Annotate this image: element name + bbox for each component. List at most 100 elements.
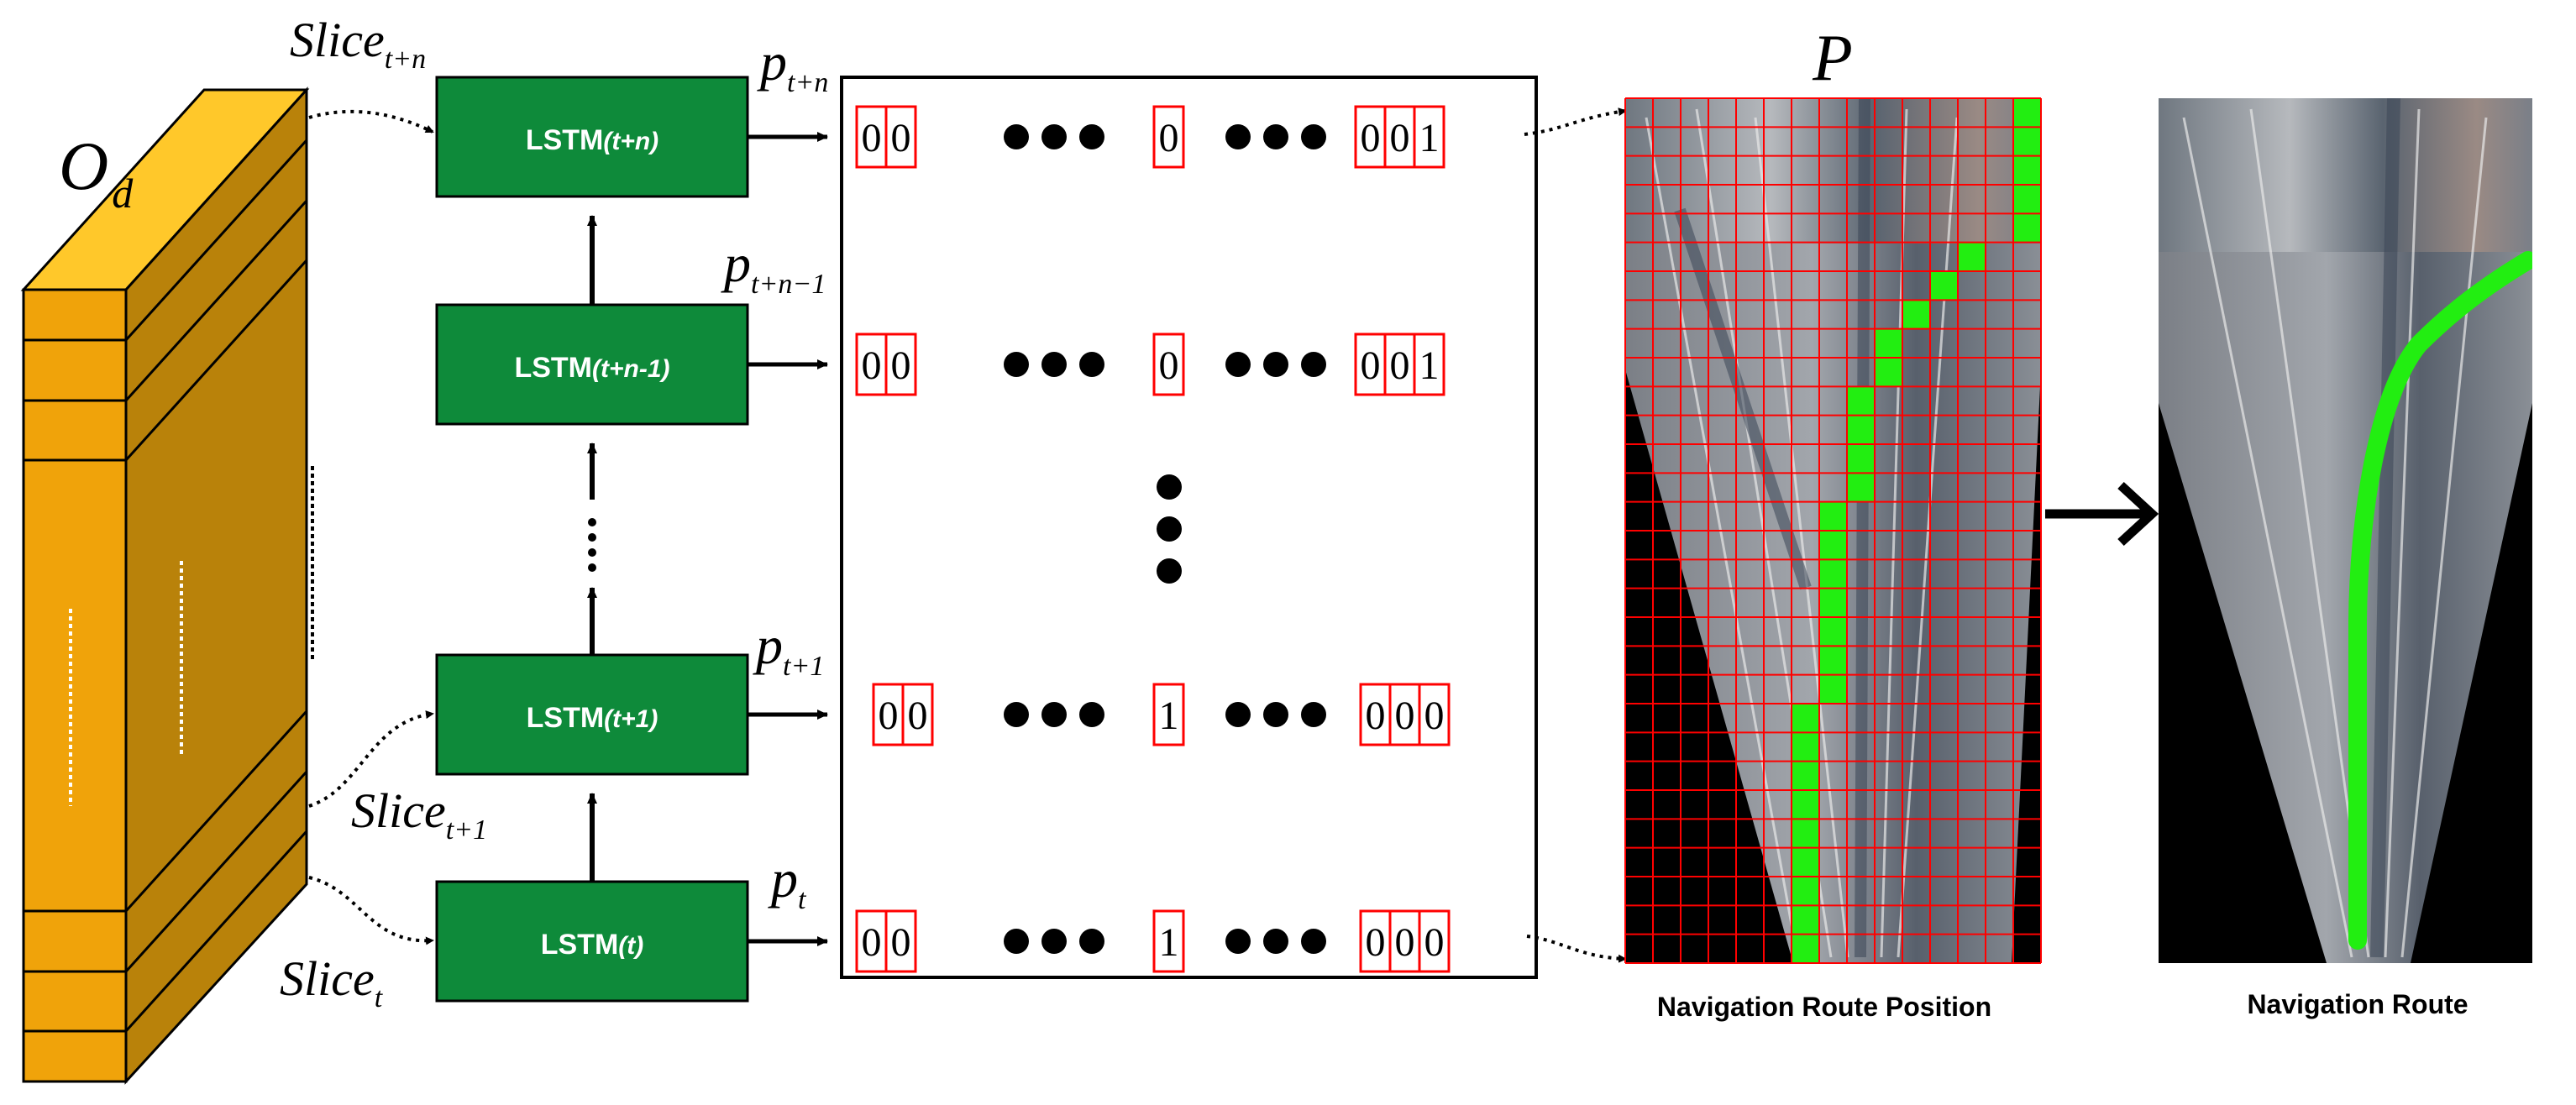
vector-tn-right-0: 0 (1361, 116, 1381, 160)
vector-t-left-0: 0 (862, 920, 882, 965)
vector-t1-middle-box (1152, 683, 1185, 746)
slice-connector-mid (308, 710, 434, 808)
vector-t1-right-2: 0 (1424, 694, 1445, 738)
vector-tn1-left-1-box (884, 333, 917, 396)
vector-tn1-middle-box (1152, 333, 1185, 396)
route-caption: Navigation Route (2247, 989, 2468, 1019)
grid-highlight-cell (1792, 877, 1819, 906)
vector-tn1-ellipsis-dot (1041, 352, 1067, 377)
vector-t-right-0-box (1359, 909, 1392, 973)
grid-highlight-cell (1792, 905, 1819, 935)
grid-connector-bot (1526, 935, 1627, 963)
vector-tn-left-0: 0 (862, 116, 882, 160)
vector-tn-right-1: 0 (1390, 116, 1410, 160)
vector-tn-left-1: 0 (891, 116, 911, 160)
vector-tn1-ellipsis-dot (1225, 352, 1251, 377)
vector-tn-ellipsis-dot (1041, 124, 1067, 149)
grid-highlight-cell (1847, 473, 1875, 502)
vector-t1-ellipsis-dot (1041, 702, 1067, 727)
grid-highlight-cell (1819, 674, 1847, 704)
lstm-cell-t1: LSTM(t+1) (435, 653, 749, 776)
grid-highlight-cell (1930, 271, 1958, 301)
vector-t1-ellipsis-dot (1263, 702, 1288, 727)
position-grid (1624, 97, 2042, 964)
vector-tn-ellipsis-dot (1079, 124, 1104, 149)
slice-connector-top (308, 109, 434, 134)
grid-highlight-cell (1792, 847, 1819, 877)
vector-tn-middle-box (1152, 105, 1185, 169)
input-tensor: Od (20, 86, 314, 1085)
vector-t-left-1: 0 (891, 920, 911, 965)
grid-highlight-cell (2013, 98, 2041, 128)
route-image (2159, 98, 2532, 963)
vector-t-ellipsis-dot (1263, 929, 1288, 954)
grid-highlight-cell (1792, 704, 1819, 733)
grid-highlight-cell (1792, 819, 1819, 848)
vector-t-right-2: 0 (1424, 920, 1445, 965)
vector-t-ellipsis-dot (1225, 929, 1251, 954)
lstm-ellipsis (588, 518, 596, 572)
svg-text:LSTM(t+1): LSTM(t+1) (527, 702, 658, 734)
vector-t1-right-2-box (1418, 683, 1451, 746)
vector-t1-left-1-box (901, 683, 934, 746)
vector-tn-right-0-box (1354, 105, 1387, 169)
grid-highlight-cell (1847, 444, 1875, 474)
vector-tn-left-1-box (884, 105, 917, 169)
vector-t-middle-box (1152, 909, 1185, 973)
vector-tn-right-1-box (1383, 105, 1416, 169)
vector-t1-left-0: 0 (879, 694, 899, 738)
vector-tn1-ellipsis-dot (1263, 352, 1288, 377)
grid-highlight-cell (2013, 185, 2041, 214)
grid-connector-top (1524, 107, 1627, 136)
svg-text:LSTM(t+n): LSTM(t+n) (526, 124, 658, 156)
svg-text:LSTM(t+n-1): LSTM(t+n-1) (514, 352, 669, 384)
vector-tn1-left-1: 0 (891, 343, 911, 388)
vector-t-right-1: 0 (1395, 920, 1415, 965)
vector-tn1-right-0: 0 (1361, 343, 1381, 388)
vector-t1-ellipsis-dot (1004, 702, 1029, 727)
vector-t1-middle: 1 (1159, 694, 1179, 738)
slice-label-mid: Slicet+1 (351, 783, 487, 846)
grid-highlight-cell (1819, 501, 1847, 531)
grid-highlight-cell (1875, 358, 1902, 387)
vector-t1-right-0-box (1359, 683, 1392, 746)
grid-highlight-cell (1792, 761, 1819, 790)
grid-highlight-cell (1819, 531, 1847, 560)
vector-tn1-ellipsis-dot (1301, 352, 1326, 377)
vector-t1-ellipsis-dot (1225, 702, 1251, 727)
transform-arrow (2045, 481, 2159, 547)
vector-t1-ellipsis-dot (1301, 702, 1326, 727)
vector-ellipsis (1157, 474, 1182, 584)
grid-highlight-cell (1847, 386, 1875, 416)
grid-highlight-cell (1792, 934, 1819, 963)
lstm-cell-tn1: LSTM(t+n-1) (435, 303, 749, 426)
vector-t-middle: 1 (1159, 920, 1179, 965)
grid-highlight-cell (1792, 790, 1819, 820)
vector-tn1-right-2: 1 (1419, 343, 1440, 388)
vector-tn1-left-0-box (855, 333, 888, 396)
vector-t-ellipsis-dot (1301, 929, 1326, 954)
output-label-t1: pt+1 (753, 615, 824, 682)
grid-highlight-cell (2013, 213, 2041, 243)
grid-title: P (1812, 21, 1853, 94)
output-label-t: pt (768, 849, 807, 915)
grid-highlight-cell (1792, 732, 1819, 762)
grid-highlight-cell (1819, 588, 1847, 617)
route-line (2348, 251, 2532, 950)
vector-tn1-right-2-box (1413, 333, 1445, 396)
vector-tn-right-2-box (1413, 105, 1445, 169)
lstm-cell-tn: LSTM(t+n) (435, 76, 749, 198)
vector-tn1-ellipsis-dot (1004, 352, 1029, 377)
vector-t1-ellipsis-dot (1079, 702, 1104, 727)
vector-tn-middle: 0 (1159, 116, 1179, 160)
grid-caption: Navigation Route Position (1657, 992, 1991, 1022)
vector-tn-ellipsis-dot (1301, 124, 1326, 149)
grid-highlight-cell (1819, 617, 1847, 647)
vector-tn-ellipsis-dot (1263, 124, 1288, 149)
slice-label-bot: Slicet (280, 951, 384, 1013)
vector-tn-right-2: 1 (1419, 116, 1440, 160)
grid-highlight-cell (2013, 127, 2041, 156)
grid-highlight-cell (1875, 328, 1902, 358)
